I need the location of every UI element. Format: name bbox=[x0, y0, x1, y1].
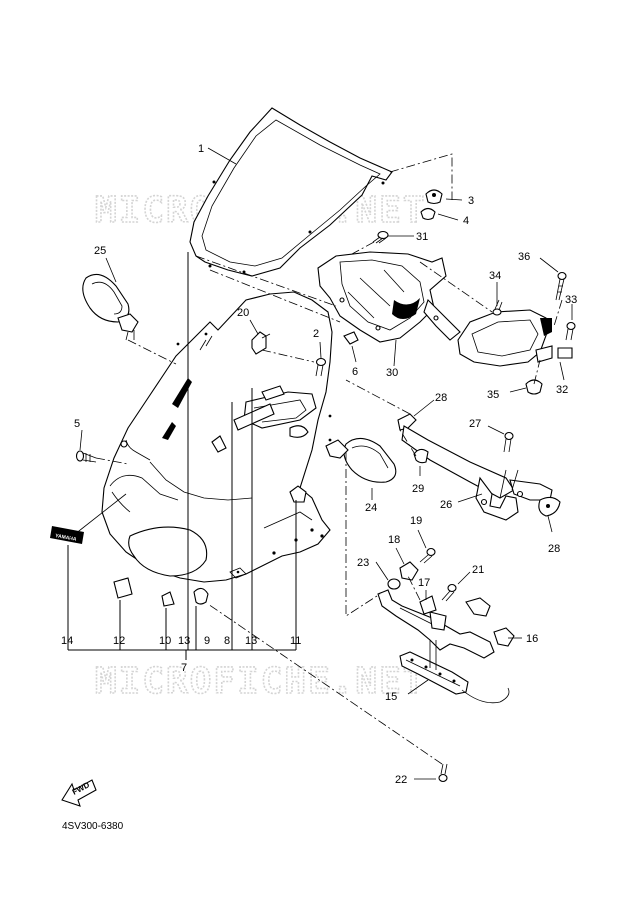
callout-20: 20 bbox=[237, 307, 249, 319]
nut-32 bbox=[557, 347, 573, 359]
grommet-28 bbox=[538, 496, 561, 517]
callout-36: 36 bbox=[518, 251, 530, 263]
yamaha-decal: YAMAHA bbox=[50, 526, 84, 544]
upper-cowling bbox=[101, 291, 333, 583]
clip-11 bbox=[289, 485, 307, 503]
callout-30: 30 bbox=[386, 367, 398, 379]
clamp-16 bbox=[493, 627, 515, 647]
nut-17 bbox=[419, 595, 437, 615]
callout-24: 24 bbox=[365, 502, 377, 514]
callout-4: 4 bbox=[463, 215, 469, 227]
callout-2: 2 bbox=[313, 328, 319, 340]
grommet-35 bbox=[525, 379, 543, 395]
callout-21: 21 bbox=[472, 564, 484, 576]
callout-18: 18 bbox=[388, 534, 400, 546]
bracket-right bbox=[457, 309, 553, 367]
callout-11: 11 bbox=[290, 635, 301, 647]
mirror-left bbox=[82, 273, 139, 341]
callout-19: 19 bbox=[410, 515, 422, 527]
bolt-34 bbox=[492, 299, 503, 316]
guide-lines bbox=[67, 147, 573, 780]
decal-text: YAMAHA bbox=[55, 533, 78, 543]
callout-22: 22 bbox=[395, 774, 407, 786]
callout-16: 16 bbox=[526, 633, 538, 645]
mirror-right bbox=[325, 437, 397, 483]
callout-3: 3 bbox=[468, 195, 474, 207]
lower-bracket bbox=[377, 589, 495, 659]
callout-17: 17 bbox=[418, 577, 430, 589]
callout-13-right: 13 bbox=[245, 635, 257, 647]
clip-12 bbox=[113, 577, 133, 599]
callout-5: 5 bbox=[74, 418, 80, 430]
bolt-33 bbox=[565, 321, 576, 341]
bolt-36 bbox=[555, 271, 567, 301]
bolt-27 bbox=[503, 431, 514, 453]
callout-33: 33 bbox=[565, 294, 577, 306]
pad-13 bbox=[233, 385, 285, 431]
windshield bbox=[189, 107, 393, 277]
callout-32: 32 bbox=[556, 384, 568, 396]
callout-31: 31 bbox=[416, 231, 428, 243]
callout-15: 15 bbox=[385, 691, 397, 703]
callout-35: 35 bbox=[487, 389, 499, 401]
callout-1: 1 bbox=[198, 143, 204, 155]
pad-8 bbox=[211, 435, 227, 453]
bolt-21 bbox=[441, 583, 457, 602]
callout-10: 10 bbox=[159, 635, 171, 647]
callout-9: 9 bbox=[204, 635, 210, 647]
collar bbox=[420, 207, 436, 221]
callout-29: 29 bbox=[412, 483, 424, 495]
well-nut bbox=[425, 189, 443, 205]
screw-2 bbox=[315, 357, 327, 377]
callout-26: 26 bbox=[440, 499, 452, 511]
grommet-18 bbox=[399, 561, 419, 581]
screw-5 bbox=[75, 450, 97, 463]
diagram-code: 4SV300-6380 bbox=[62, 821, 124, 832]
callout-28-bottom: 28 bbox=[548, 543, 560, 555]
callout-7: 7 bbox=[181, 662, 187, 674]
callout-numbers: 1 2 3 4 5 6 7 8 9 10 11 12 13 13 14 15 1… bbox=[61, 143, 577, 786]
callout-6: 6 bbox=[352, 366, 358, 378]
callout-27: 27 bbox=[469, 418, 481, 430]
callout-25: 25 bbox=[94, 245, 106, 257]
callout-34: 34 bbox=[489, 270, 501, 282]
callout-14: 14 bbox=[61, 635, 73, 647]
watermark-bottom: MICROFICHE.NET bbox=[95, 661, 426, 702]
nut-10 bbox=[161, 591, 175, 607]
callout-8: 8 bbox=[224, 635, 230, 647]
grommet-9 bbox=[193, 587, 209, 605]
mirror-bracket bbox=[397, 413, 553, 521]
bolt-22 bbox=[438, 763, 448, 783]
bracket-20 bbox=[251, 331, 271, 355]
stay-15 bbox=[399, 640, 510, 704]
collar-23 bbox=[387, 578, 401, 590]
grommet-6 bbox=[343, 331, 359, 345]
callout-28-top: 28 bbox=[435, 392, 447, 404]
callout-23: 23 bbox=[357, 557, 369, 569]
cowling-stay bbox=[317, 251, 461, 343]
fwd-arrow: FWD bbox=[61, 779, 97, 807]
grommet-29 bbox=[413, 448, 429, 464]
callout-13-left: 13 bbox=[178, 635, 190, 647]
bolt-19 bbox=[419, 547, 436, 564]
screw-31 bbox=[372, 230, 389, 244]
callout-12: 12 bbox=[113, 635, 125, 647]
